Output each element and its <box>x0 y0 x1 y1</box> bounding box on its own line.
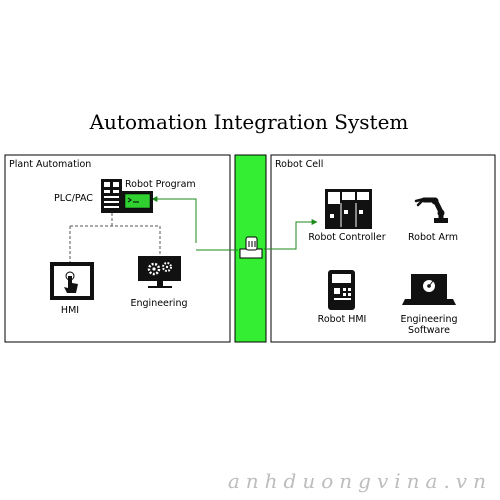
plc-dashed-links <box>69 213 161 262</box>
robot-program-label: Robot Program <box>125 179 196 190</box>
watermark: anhduongvina.vn <box>228 469 492 493</box>
robot-cell-label: Robot Cell <box>275 159 323 170</box>
robot-arm-icon <box>414 197 448 223</box>
gears-monitor-icon <box>138 256 181 288</box>
network-switch-icon <box>239 236 263 259</box>
plc-label: PLC/PAC <box>54 193 93 204</box>
touch-screen-icon <box>50 262 94 300</box>
handheld-pendant-icon <box>328 270 355 310</box>
laptop-disc-icon <box>402 274 456 305</box>
hmi-label: HMI <box>61 305 79 316</box>
diagram-title: Automation Integration System <box>89 110 409 134</box>
robot-program-screen-icon <box>122 191 153 213</box>
plc-icon <box>101 179 122 213</box>
robot-hmi-label: Robot HMI <box>318 314 367 325</box>
engineering-software-label-line2: Software <box>408 325 450 336</box>
engineering-software-label-line1: Engineering <box>401 314 458 325</box>
bus-to-controller-connector <box>264 219 318 250</box>
controller-cabinet-icon <box>325 189 372 229</box>
engineering-label: Engineering <box>131 298 188 309</box>
robot-controller-label: Robot Controller <box>308 232 385 243</box>
plant-automation-label: Plant Automation <box>9 159 91 170</box>
robot-arm-label: Robot Arm <box>408 232 458 243</box>
plc-to-bus-connector <box>151 196 197 243</box>
robot-cell-panel <box>270 154 496 343</box>
